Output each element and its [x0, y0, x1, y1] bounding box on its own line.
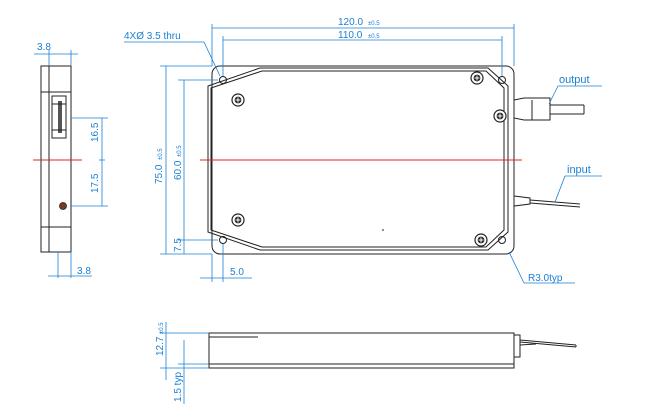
input-fiber: [513, 195, 581, 208]
hole-span-length-label: 110.0: [338, 30, 363, 41]
side-view-body: [40, 65, 72, 253]
screw-icon: [474, 233, 488, 247]
holes-callout-label: 4XØ 3.5 thru: [124, 31, 181, 42]
output-label: output: [559, 74, 590, 86]
screw-icon: [231, 93, 245, 107]
output-fiber: [513, 97, 585, 121]
top-view: output input 120.0 ±0.5 110.0 ±0.5 4XØ 3…: [124, 17, 602, 284]
hole-span-width-label: 60.0: [173, 160, 184, 180]
flange-thickness-label: 1.5 typ: [173, 372, 184, 402]
side-upper-offset-label: 16.5: [90, 122, 101, 142]
hole-offset-y-label: 7.5: [173, 238, 184, 252]
screw-icon: [470, 71, 484, 85]
side-view-screw-icon: [59, 202, 67, 210]
overall-width-tolerance: ±0.5: [158, 148, 164, 160]
height-label: 12.7: [155, 336, 166, 356]
overall-length-label: 120.0: [338, 17, 363, 28]
front-view: 12.7 ±0.5 1.5 typ: [155, 322, 577, 404]
hole-span-length-tolerance: ±0.5: [368, 34, 380, 40]
corner-radius-label: R3.0typ: [528, 273, 563, 284]
side-bottom-thickness-label: 3.8: [77, 266, 91, 277]
mounting-hole-top-right: [498, 76, 506, 84]
front-view-body: [208, 332, 515, 369]
front-view-connector: [513, 334, 521, 358]
overall-length-tolerance: ±0.5: [368, 21, 380, 27]
hole-span-width-tolerance: ±0.5: [177, 145, 183, 157]
height-tolerance: ±0.5: [159, 322, 165, 334]
input-label: input: [567, 164, 591, 176]
side-lower-offset-label: 17.5: [90, 173, 101, 193]
mounting-hole-top-left: [219, 76, 227, 84]
side-view: 3.8 3.8 16.5 17.5: [33, 42, 108, 278]
mounting-hole-bottom-left: [219, 236, 227, 244]
screw-icon: [231, 213, 245, 227]
side-top-thickness-label: 3.8: [37, 42, 51, 53]
mounting-hole-bottom-right: [498, 236, 506, 244]
overall-width-label: 75.0: [154, 164, 165, 184]
screw-icon: [493, 109, 507, 123]
top-view-cover: [207, 67, 509, 251]
hole-offset-x-label: 5.0: [230, 267, 244, 278]
